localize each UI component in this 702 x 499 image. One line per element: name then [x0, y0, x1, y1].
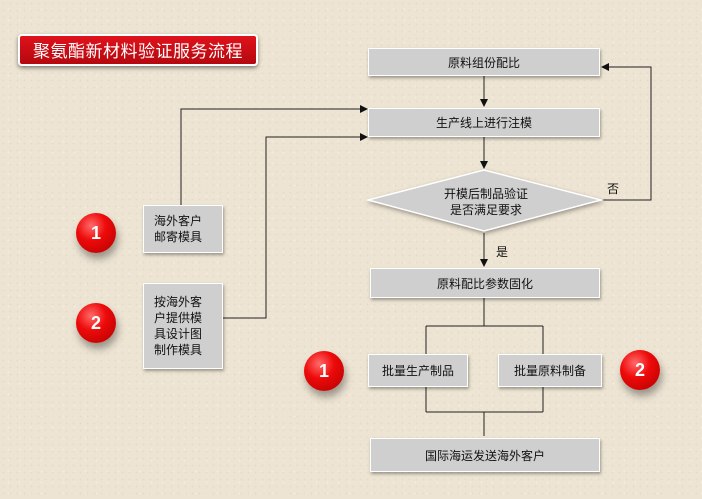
side-option2-label: 按海外客 户提供模 具设计图 制作模具	[154, 295, 203, 357]
step-ratio: 原料组份配比	[368, 48, 600, 76]
step-batch-material-label: 批量原料制备	[513, 364, 586, 378]
label-yes: 是	[496, 245, 509, 259]
page-title: 聚氨酯新材料验证服务流程	[18, 34, 258, 66]
badge-left-2: 2	[76, 303, 116, 343]
step-batch-product: 批量生产制品	[368, 354, 468, 387]
step-ship-label: 国际海运发送海外客户	[424, 448, 545, 463]
badge-center-1: 1	[304, 351, 344, 391]
decision-diamond	[365, 169, 604, 232]
decision-label-line1: 开模后制品验证	[443, 187, 528, 201]
decision-label: 开模后制品验证 是否满足要求	[396, 186, 576, 218]
arrow-option1-to-injection	[180, 105, 368, 205]
arrow-option2-to-injection	[222, 133, 368, 319]
badge-left-1: 1	[76, 213, 116, 253]
step-ratio-label: 原料组份配比	[447, 55, 520, 70]
step-fix-label: 原料配比参数固化	[436, 276, 533, 291]
label-no: 否	[607, 182, 620, 196]
step-batch-material: 批量原料制备	[498, 354, 602, 387]
side-option2: 按海外客 户提供模 具设计图 制作模具	[143, 283, 223, 369]
step-ship: 国际海运发送海外客户	[370, 438, 600, 472]
side-option1-label: 海外客户 邮寄模具	[154, 214, 203, 244]
step-injection: 生产线上进行注模	[368, 108, 600, 137]
step-injection-label: 生产线上进行注模	[435, 116, 532, 130]
arrow-no-loop	[601, 63, 652, 201]
step-fix: 原料配比参数固化	[370, 268, 600, 298]
step-batch-product-label: 批量生产制品	[381, 364, 454, 378]
decision-label-line2: 是否满足要求	[449, 203, 522, 217]
side-option1: 海外客户 邮寄模具	[143, 205, 223, 253]
badge-right-2: 2	[620, 350, 660, 390]
